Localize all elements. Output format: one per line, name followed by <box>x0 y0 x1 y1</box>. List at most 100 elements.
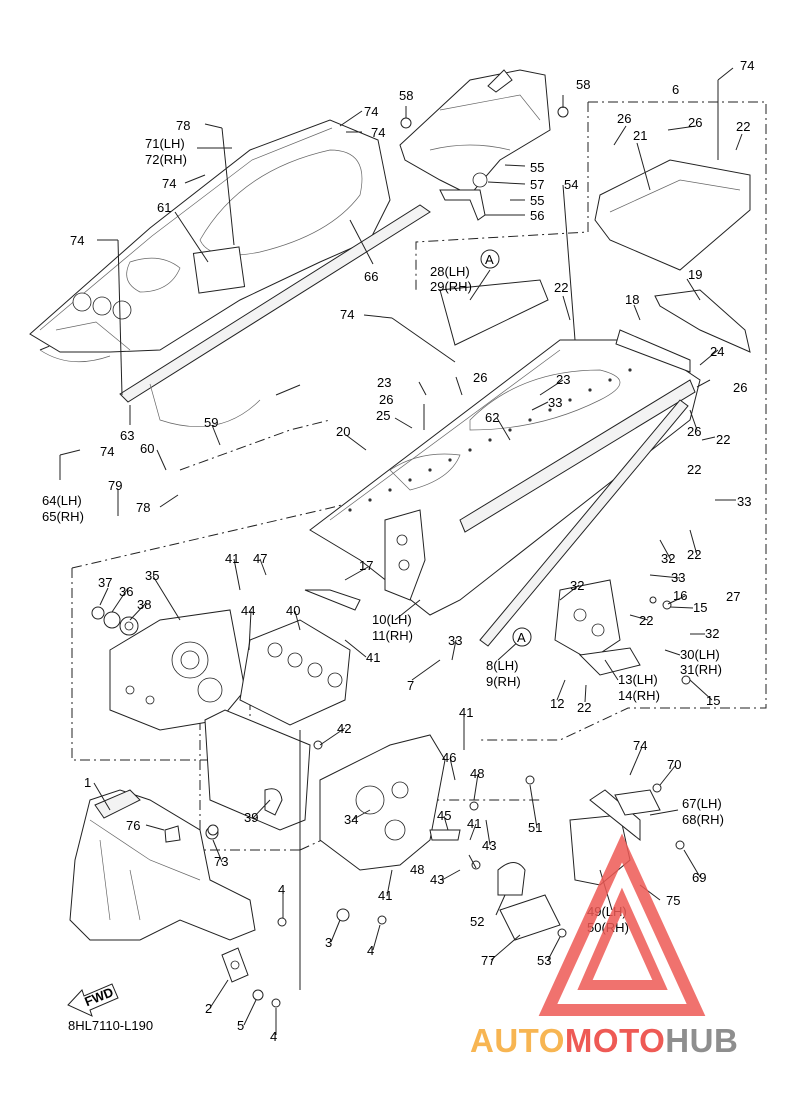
callout-label: 40 <box>286 603 300 618</box>
callout-label: 59 <box>204 415 218 430</box>
callout-label: 22 <box>687 462 701 477</box>
callout-label: 62 <box>485 410 499 425</box>
callout-label: 79 <box>108 478 122 493</box>
callout-label: 22 <box>687 547 701 562</box>
callout-label: 74 <box>340 307 354 322</box>
callout-label: 22 <box>639 613 653 628</box>
callout-label: 29(RH) <box>430 279 472 294</box>
callout-label: 4 <box>270 1029 277 1044</box>
callout-label: 65(RH) <box>42 509 84 524</box>
watermark-auto: AUTO <box>470 1022 565 1059</box>
callout-label: 34 <box>344 812 358 827</box>
callout-label: 63 <box>120 428 134 443</box>
watermark-text: AUTOMOTOHUB <box>470 1022 738 1059</box>
callout-label: 23 <box>556 372 570 387</box>
callout-label: 78 <box>136 500 150 515</box>
callout-label: 33 <box>448 633 462 648</box>
callout-label: 74 <box>633 738 647 753</box>
callout-label: 74 <box>100 444 114 459</box>
callout-label: 24 <box>710 344 724 359</box>
marker-a-top: A <box>485 252 494 267</box>
callout-label: 57 <box>530 177 544 192</box>
rear-carrier-fender <box>399 69 551 221</box>
callout-label: 68(RH) <box>682 812 724 827</box>
callout-label: 15 <box>693 600 707 615</box>
callout-label: 35 <box>145 568 159 583</box>
callout-label: 16 <box>673 588 687 603</box>
callout-label: 32 <box>705 626 719 641</box>
callout-label: 41 <box>459 705 473 720</box>
callout-label: 25 <box>376 408 390 423</box>
callout-label: 39 <box>244 810 258 825</box>
callout-label: 5 <box>237 1018 244 1033</box>
callout-label: 54 <box>564 177 578 192</box>
callout-label: 55 <box>530 160 544 175</box>
callout-label: 8(LH) <box>486 658 519 673</box>
callout-label: 10(LH) <box>372 612 412 627</box>
callout-label: 74 <box>364 104 378 119</box>
callout-label: 3 <box>325 935 332 950</box>
callout-label: 26 <box>688 115 702 130</box>
callout-label: 74 <box>70 233 84 248</box>
callout-label: 72(RH) <box>145 152 187 167</box>
callout-label: 36 <box>119 584 133 599</box>
callout-label: 73 <box>214 854 228 869</box>
callout-label: 58 <box>576 77 590 92</box>
callout-label: 53 <box>537 953 551 968</box>
callout-label: 76 <box>126 818 140 833</box>
callout-label: 27 <box>726 589 740 604</box>
callout-label: 46 <box>442 750 456 765</box>
callout-label: 32 <box>661 551 675 566</box>
callout-label: 1 <box>84 775 91 790</box>
callout-label: 14(RH) <box>618 688 660 703</box>
leader-lines <box>59 67 743 1035</box>
side-plates <box>384 509 641 676</box>
callout-label: 2 <box>205 1001 212 1016</box>
callout-label: 77 <box>481 953 495 968</box>
callout-label: 28(LH) <box>430 264 470 279</box>
callout-label: 23 <box>377 375 391 390</box>
callout-label: 6 <box>672 82 679 97</box>
callout-label: 26 <box>473 370 487 385</box>
callout-label: 58 <box>399 88 413 103</box>
callout-label: 22 <box>577 700 591 715</box>
callout-label: 33 <box>737 494 751 509</box>
callout-label: 74 <box>740 58 754 73</box>
callout-label: 48 <box>410 862 424 877</box>
center-bracket <box>204 589 361 831</box>
callout-label: 60 <box>140 441 154 456</box>
front-suspension-plate <box>109 609 246 731</box>
callout-label: 12 <box>550 696 564 711</box>
callout-label: 22 <box>554 280 568 295</box>
callout-labels: 74 58 58 6 78 74 74 71(LH) 72(RH) 74 26 … <box>42 58 754 1044</box>
rear-cover-plate <box>594 159 751 353</box>
callout-label: 37 <box>98 575 112 590</box>
callout-label: 30(LH) <box>680 647 720 662</box>
callout-label: 19 <box>688 267 702 282</box>
main-tunnel-frame <box>309 279 701 647</box>
marker-a-bottom: A <box>517 630 526 645</box>
callout-label: 4 <box>367 943 374 958</box>
callout-label: 26 <box>733 380 747 395</box>
callout-label: 32 <box>570 578 584 593</box>
callout-label: 69 <box>692 870 706 885</box>
watermark-logo <box>538 833 706 1016</box>
callout-label: 47 <box>253 551 267 566</box>
callout-label: 66 <box>364 269 378 284</box>
callout-label: 22 <box>716 432 730 447</box>
callout-label: 44 <box>241 603 255 618</box>
callout-label: 7 <box>407 678 414 693</box>
rear-seat-tank <box>29 119 431 427</box>
callout-label: 33 <box>671 570 685 585</box>
callout-label: 78 <box>176 118 190 133</box>
callout-label: 26 <box>617 111 631 126</box>
callout-label: 42 <box>337 721 351 736</box>
callout-label: 33 <box>548 395 562 410</box>
callout-label: 51 <box>528 820 542 835</box>
callout-label: 26 <box>379 392 393 407</box>
callout-label: 43 <box>482 838 496 853</box>
callout-label: 45 <box>437 808 451 823</box>
callout-label: 41 <box>366 650 380 665</box>
callout-label: 11(RH) <box>372 628 413 643</box>
